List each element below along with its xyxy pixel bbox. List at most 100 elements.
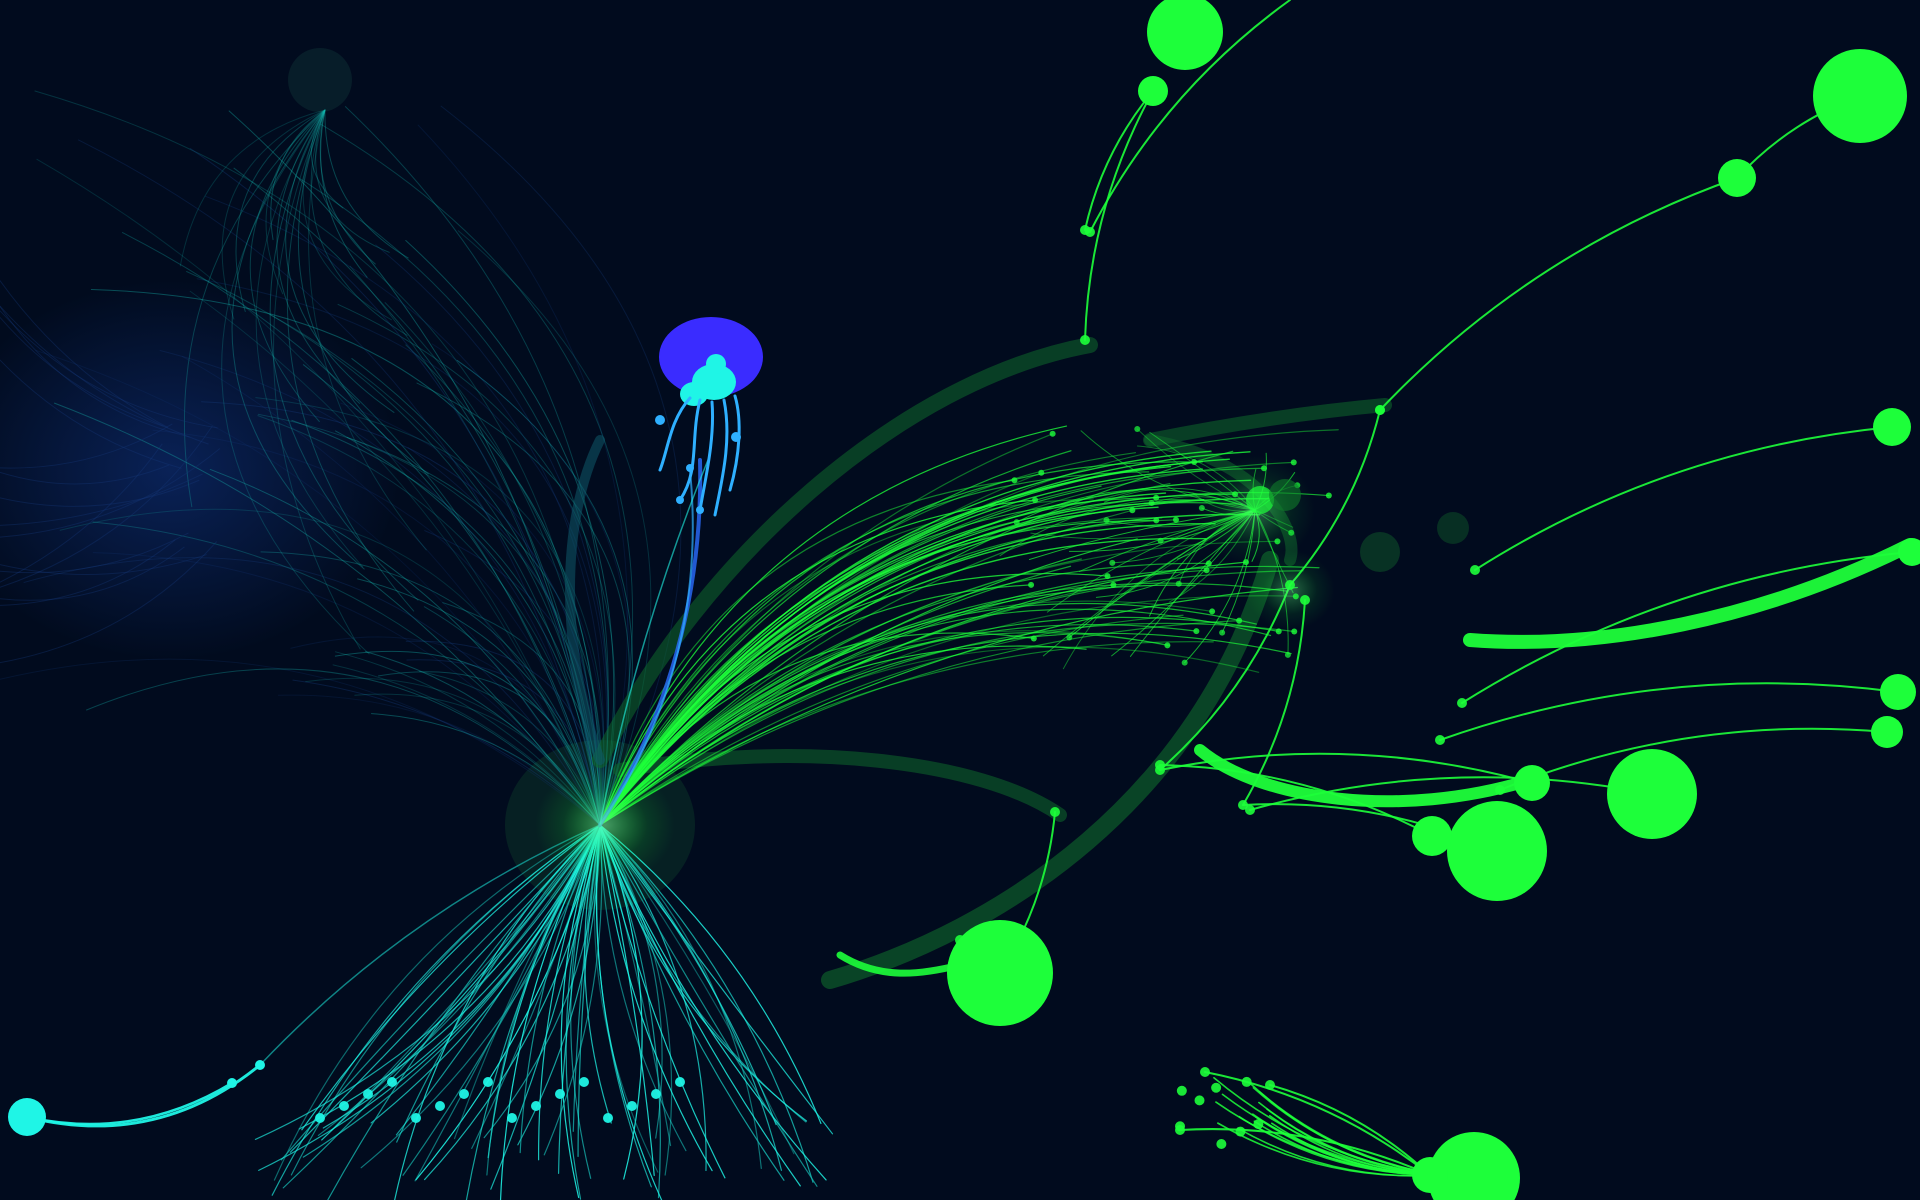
network-node-icon[interactable] bbox=[1290, 459, 1297, 466]
network-node-icon[interactable] bbox=[1157, 537, 1164, 544]
network-node-icon[interactable] bbox=[459, 1089, 469, 1099]
network-node-icon[interactable] bbox=[1514, 765, 1550, 801]
network-node-icon[interactable] bbox=[1134, 425, 1141, 432]
network-node-icon[interactable] bbox=[603, 1113, 613, 1123]
network-node-icon[interactable] bbox=[1607, 749, 1697, 839]
network-node-icon[interactable] bbox=[1274, 538, 1281, 545]
network-node-icon[interactable] bbox=[1261, 465, 1268, 472]
network-node-icon[interactable] bbox=[1412, 1157, 1448, 1193]
network-node-icon[interactable] bbox=[1191, 458, 1198, 465]
network-node-icon[interactable] bbox=[1200, 1067, 1210, 1077]
network-node-icon[interactable] bbox=[1049, 430, 1056, 437]
network-node-icon[interactable] bbox=[483, 1077, 493, 1087]
network-node-icon[interactable] bbox=[1129, 507, 1136, 514]
network-node-icon[interactable] bbox=[1175, 1121, 1186, 1132]
network-node-icon[interactable] bbox=[411, 1113, 421, 1123]
network-node-icon[interactable] bbox=[1246, 486, 1274, 514]
network-node-icon[interactable] bbox=[435, 1101, 445, 1111]
network-node-icon[interactable] bbox=[1175, 580, 1182, 587]
network-node-icon[interactable] bbox=[1447, 801, 1547, 901]
network-node-icon[interactable] bbox=[1435, 735, 1445, 745]
network-node-icon[interactable] bbox=[1153, 494, 1160, 501]
network-node-icon[interactable] bbox=[255, 1060, 265, 1070]
network-node-icon[interactable] bbox=[363, 1089, 373, 1099]
network-node-icon[interactable] bbox=[1718, 159, 1756, 197]
network-node-icon[interactable] bbox=[1275, 628, 1282, 635]
network-node-icon[interactable] bbox=[1232, 491, 1239, 498]
network-node-icon[interactable] bbox=[1457, 698, 1467, 708]
network-node-icon[interactable] bbox=[1164, 642, 1171, 649]
jellyfish-node-icon[interactable] bbox=[655, 317, 763, 517]
network-node-icon[interactable] bbox=[1209, 608, 1216, 615]
network-node-icon[interactable] bbox=[1288, 529, 1295, 536]
network-node-icon[interactable] bbox=[1013, 519, 1020, 526]
network-node-icon[interactable] bbox=[675, 1077, 685, 1087]
network-node-icon[interactable] bbox=[1110, 581, 1117, 588]
network-node-icon[interactable] bbox=[1242, 559, 1249, 566]
network-node-icon[interactable] bbox=[1203, 567, 1210, 574]
network-node-icon[interactable] bbox=[1898, 538, 1920, 566]
network-node-icon[interactable] bbox=[1148, 499, 1155, 506]
network-node-icon[interactable] bbox=[1236, 617, 1243, 624]
network-node-icon[interactable] bbox=[1219, 629, 1226, 636]
network-node-icon[interactable] bbox=[1360, 532, 1400, 572]
network-node-icon[interactable] bbox=[1109, 559, 1116, 566]
network-node-icon[interactable] bbox=[1103, 517, 1110, 524]
network-node-icon[interactable] bbox=[1030, 635, 1037, 642]
network-node-icon[interactable] bbox=[1813, 49, 1907, 143]
network-node-icon[interactable] bbox=[1153, 517, 1160, 524]
network-node-icon[interactable] bbox=[1428, 1132, 1520, 1200]
network-node-icon[interactable] bbox=[1085, 227, 1095, 237]
network-node-icon[interactable] bbox=[1873, 408, 1911, 446]
network-node-icon[interactable] bbox=[1284, 651, 1291, 658]
network-node-icon[interactable] bbox=[1300, 595, 1310, 605]
network-node-icon[interactable] bbox=[1193, 628, 1200, 635]
network-node-icon[interactable] bbox=[1038, 469, 1045, 476]
network-node-icon[interactable] bbox=[507, 1113, 517, 1123]
network-node-icon[interactable] bbox=[1155, 760, 1165, 770]
network-node-icon[interactable] bbox=[1172, 516, 1179, 523]
network-node-icon[interactable] bbox=[1198, 505, 1205, 512]
network-node-icon[interactable] bbox=[1235, 1126, 1246, 1137]
network-node-icon[interactable] bbox=[1066, 634, 1073, 641]
network-node-icon[interactable] bbox=[1265, 1080, 1275, 1090]
network-node-icon[interactable] bbox=[1292, 593, 1299, 600]
network-node-icon[interactable] bbox=[531, 1101, 541, 1111]
network-node-icon[interactable] bbox=[339, 1101, 349, 1111]
network-node-icon[interactable] bbox=[947, 920, 1053, 1026]
network-node-icon[interactable] bbox=[1253, 1119, 1264, 1130]
network-node-icon[interactable] bbox=[387, 1077, 397, 1087]
network-node-icon[interactable] bbox=[1470, 565, 1480, 575]
network-node-icon[interactable] bbox=[1437, 512, 1469, 544]
network-node-icon[interactable] bbox=[1241, 1076, 1252, 1087]
network-node-icon[interactable] bbox=[1176, 1085, 1187, 1096]
network-node-icon[interactable] bbox=[1211, 1082, 1222, 1093]
network-node-icon[interactable] bbox=[227, 1078, 237, 1088]
network-node-icon[interactable] bbox=[8, 1098, 46, 1136]
network-node-icon[interactable] bbox=[1147, 0, 1223, 70]
network-node-icon[interactable] bbox=[1375, 405, 1385, 415]
network-node-icon[interactable] bbox=[1181, 659, 1188, 666]
network-node-icon[interactable] bbox=[1050, 807, 1060, 817]
network-node-icon[interactable] bbox=[1495, 785, 1505, 795]
network-node-icon[interactable] bbox=[1285, 580, 1295, 590]
network-node-icon[interactable] bbox=[1104, 573, 1111, 580]
network-node-icon[interactable] bbox=[315, 1113, 325, 1123]
network-node-icon[interactable] bbox=[579, 1077, 589, 1087]
network-node-icon[interactable] bbox=[1269, 479, 1301, 511]
network-node-icon[interactable] bbox=[1028, 581, 1035, 588]
network-node-icon[interactable] bbox=[1216, 1138, 1227, 1149]
network-node-icon[interactable] bbox=[1291, 628, 1298, 635]
network-node-icon[interactable] bbox=[1871, 716, 1903, 748]
network-node-icon[interactable] bbox=[1205, 560, 1212, 567]
network-node-icon[interactable] bbox=[1032, 497, 1039, 504]
network-node-icon[interactable] bbox=[651, 1089, 661, 1099]
network-node-icon[interactable] bbox=[1238, 800, 1248, 810]
network-node-icon[interactable] bbox=[1194, 1095, 1205, 1106]
network-node-icon[interactable] bbox=[1325, 492, 1332, 499]
network-node-icon[interactable] bbox=[555, 1089, 565, 1099]
network-node-icon[interactable] bbox=[1011, 477, 1018, 484]
network-node-icon[interactable] bbox=[1080, 335, 1090, 345]
network-node-icon[interactable] bbox=[1245, 805, 1255, 815]
network-node-icon[interactable] bbox=[1138, 76, 1168, 106]
